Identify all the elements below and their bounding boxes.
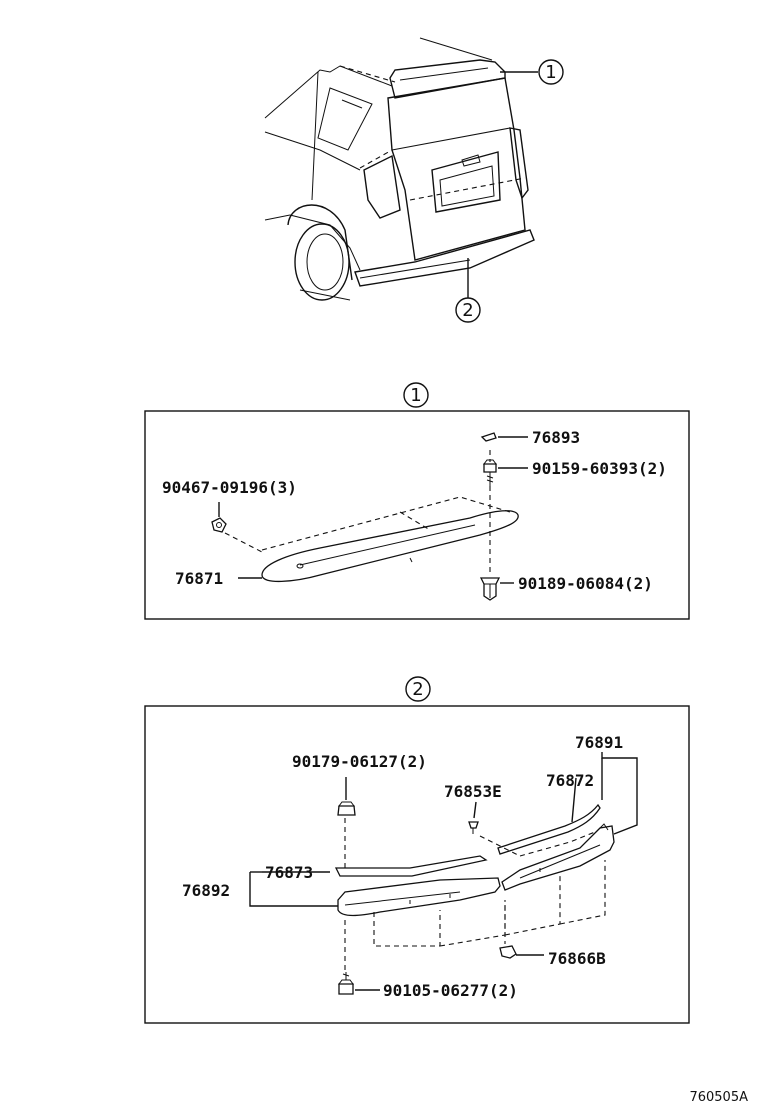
label-76871: 76871: [175, 569, 223, 588]
bumper-assembly: [249, 752, 638, 995]
label-90189-06084: 90189-06084(2): [518, 574, 653, 593]
section-2-heading: 2: [405, 676, 431, 702]
label-76866b: 76866B: [548, 949, 606, 968]
label-76893: 76893: [532, 428, 580, 447]
callout-1: 1: [538, 59, 564, 85]
label-90467-09196: 90467-09196(3): [162, 478, 297, 497]
label-90179-06127: 90179-06127(2): [292, 752, 427, 771]
callout-1-number: 1: [545, 62, 556, 83]
callout-2: 2: [455, 297, 481, 323]
label-76892: 76892: [182, 881, 230, 900]
label-76853e: 76853E: [444, 782, 502, 801]
section-1-heading-number: 1: [410, 385, 421, 406]
label-76873: 76873: [265, 863, 313, 882]
spoiler-assembly: [211, 432, 528, 601]
diagram-code: 760505A: [689, 1090, 748, 1105]
callout-2-number: 2: [462, 300, 473, 321]
label-90105-06277: 90105-06277(2): [383, 981, 518, 1000]
label-76891: 76891: [575, 733, 623, 752]
section-1-heading: 1: [403, 382, 429, 408]
vehicle-rear-view: [264, 37, 538, 301]
section-2-heading-number: 2: [412, 679, 423, 700]
label-76872: 76872: [546, 771, 594, 790]
label-90159-60393: 90159-60393(2): [532, 459, 667, 478]
section-2-frame: [144, 705, 690, 1024]
section-1-frame: [144, 410, 690, 620]
